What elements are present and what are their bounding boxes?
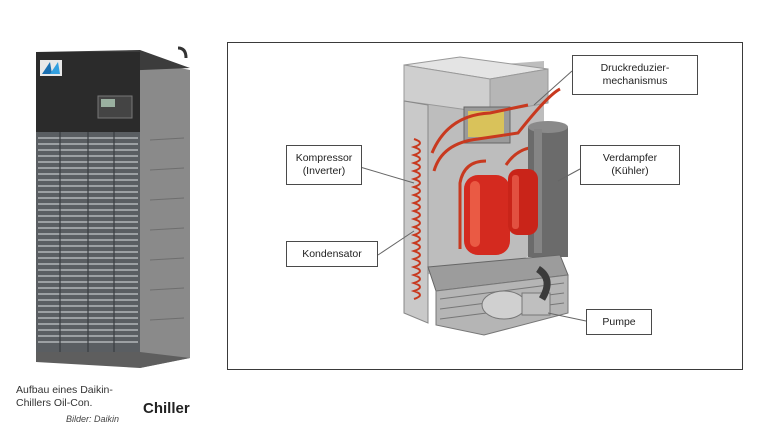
label-druckreduziermechanismus: Druckreduzier- mechanismus — [572, 55, 698, 95]
photo-caption: Aufbau eines Daikin- Chillers Oil-Con. — [16, 384, 113, 409]
chiller-cutaway-diagram — [359, 56, 587, 336]
label-kompressor: Kompressor (Inverter) — [286, 145, 362, 185]
figure-title: Chiller — [143, 400, 190, 417]
label-kondensator: Kondensator — [286, 241, 378, 267]
chiller-unit-photo — [36, 46, 190, 368]
label-verdampfer: Verdampfer (Kühler) — [580, 145, 680, 185]
daikin-logo-icon — [40, 60, 62, 76]
diagram-frame: Druckreduzier- mechanismus Kompressor (I… — [227, 42, 743, 370]
compressor — [464, 169, 538, 255]
pump — [481, 266, 551, 320]
label-pumpe: Pumpe — [586, 309, 652, 335]
leader-lines — [359, 70, 587, 322]
photo-credit: Bilder: Daikin — [66, 414, 120, 424]
